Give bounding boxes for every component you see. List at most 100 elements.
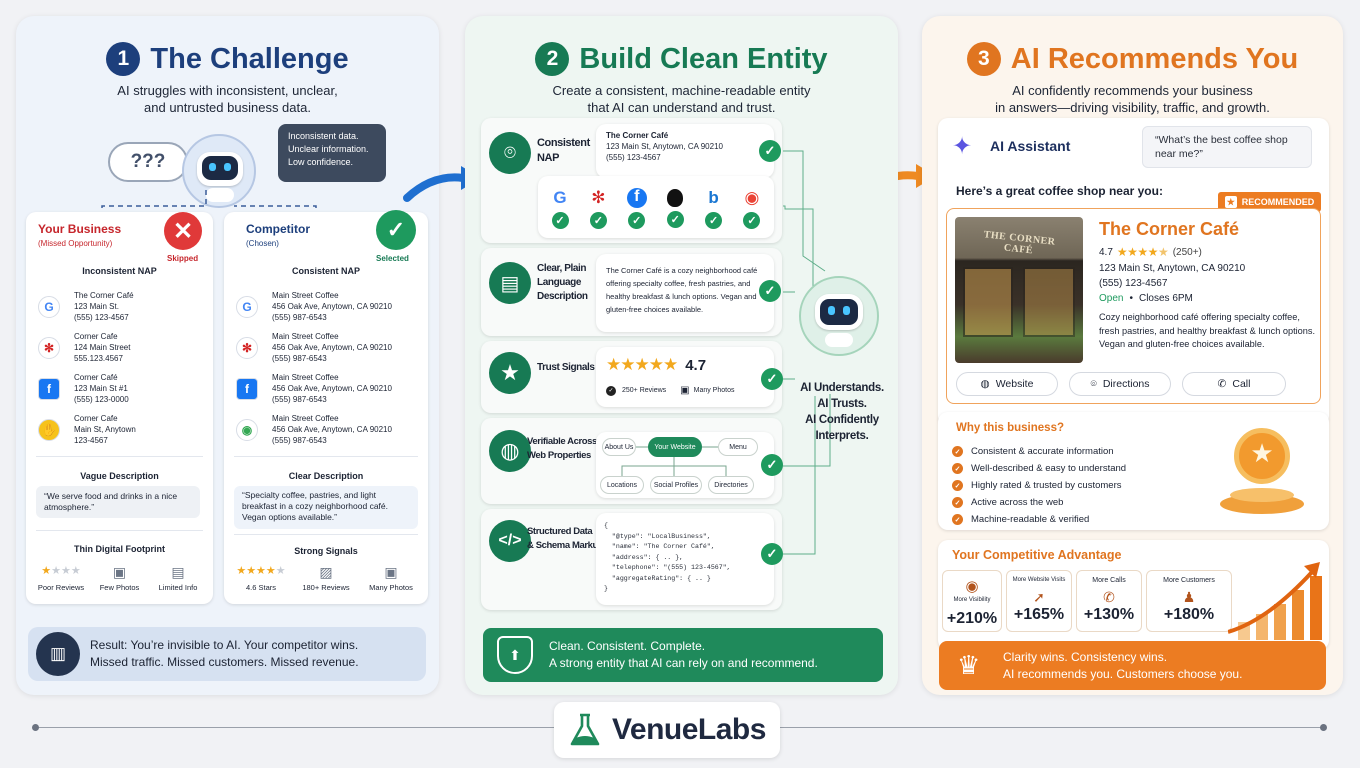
business-phone: (555) 123-4567 xyxy=(1099,278,1168,289)
listing-item: ✻Main Street Coffee 456 Oak Ave, Anytown… xyxy=(236,327,421,368)
yelp-icon: ✻ xyxy=(38,336,60,359)
yelp-icon: ✻ xyxy=(236,336,258,359)
check-icon: ✓ xyxy=(952,463,963,474)
document-icon: ▤ xyxy=(489,262,531,304)
document-icon: ▤ xyxy=(171,564,185,580)
web-node: About Us xyxy=(602,438,636,456)
question-bubble: ??? xyxy=(108,142,188,182)
section-heading: Clear Description xyxy=(288,471,364,481)
brand-logo[interactable]: VenueLabs xyxy=(554,702,780,758)
photo-icon: ▣ xyxy=(112,564,127,580)
bing-icon: b xyxy=(708,188,719,207)
panel-title: AI Recommends You xyxy=(1010,42,1299,75)
step-number: 3 xyxy=(966,42,1001,76)
result-text: Result: You’re invisible to AI. Your com… xyxy=(90,638,359,669)
star-icon: ★ xyxy=(1224,196,1237,208)
assistant-label: AI Assistant xyxy=(990,138,1071,154)
review-count: (250+) xyxy=(1172,246,1202,258)
signals-row: ★★★★★4.6 Stars ▨180+ Reviews ▣Many Photo… xyxy=(230,564,422,593)
check-icon: ✓ xyxy=(376,210,416,250)
check-icon: ✓ xyxy=(952,497,963,508)
globe-icon: ◍ xyxy=(489,430,531,472)
website-button[interactable]: ◍Website xyxy=(956,372,1058,396)
challenge-subtitle: AI struggles with inconsistent, unclear,… xyxy=(117,83,338,115)
skipped-label: Skipped xyxy=(167,254,199,263)
storefront-image: THE CORNER CAFÉ xyxy=(955,217,1083,363)
web-properties-card: About Us Your Website Menu Locations Soc… xyxy=(596,432,774,498)
listing-item: ✻Corner Cafe 124 Main Street 555.123.456… xyxy=(38,327,203,368)
banner-text: Clarity wins. Consistency wins. AI recom… xyxy=(1003,650,1243,681)
selected-label: Selected xyxy=(376,254,409,263)
confusion-bubble: Inconsistent data. Unclear information. … xyxy=(278,124,386,182)
stars-icon: ★★★★ xyxy=(1116,245,1159,259)
check-icon: ✓ xyxy=(952,480,963,491)
stat-tile: ◉ More Visibility +210% xyxy=(942,570,1002,632)
photo-icon: ▣ xyxy=(384,564,398,580)
google-icon: G xyxy=(38,295,60,318)
flask-icon xyxy=(570,713,600,746)
trophy-icon: ♛ xyxy=(957,650,981,680)
business-address: 123 Main St, Anytown, CA 90210 xyxy=(1099,263,1246,274)
card-subtitle: (Missed Opportunity) xyxy=(38,239,113,248)
why-item: ✓Machine-readable & verified xyxy=(952,511,1126,528)
build-entity-panel: 2 Build Clean Entity Create a consistent… xyxy=(465,16,898,695)
section-heading: Thin Digital Footprint xyxy=(74,544,165,554)
phone-icon: ✆ xyxy=(1217,378,1227,390)
advantage-card: Your Competitive Advantage ◉ More Visibi… xyxy=(938,540,1329,650)
recommend-title: 3 AI Recommends You xyxy=(922,42,1343,76)
check-icon: ✓ xyxy=(761,454,783,476)
banner-text: Clean. Consistent. Complete. A strong en… xyxy=(549,639,818,670)
panel-title: Build Clean Entity xyxy=(579,42,828,75)
build-entity-title: 2 Build Clean Entity xyxy=(465,42,898,76)
call-button[interactable]: ✆Call xyxy=(1182,372,1286,396)
check-icon: ✓ xyxy=(759,280,781,302)
stat-tile: More Customers ♟ +180% xyxy=(1146,570,1232,632)
check-icon: ✓ xyxy=(551,212,569,229)
stars-icon: ★★★★ xyxy=(41,565,81,577)
x-icon: ✕ xyxy=(164,212,202,250)
check-icon: ✓ xyxy=(761,368,783,390)
recommended-badge: ★ RECOMMENDED xyxy=(1218,192,1321,212)
nap-card: The Corner Café 123 Main St, Anytown, CA… xyxy=(596,124,774,178)
nap-row-icon: ⌾ xyxy=(489,132,531,174)
section-heading: Strong Signals xyxy=(294,546,358,556)
row-label: Consistent NAP xyxy=(537,137,590,164)
half-star-icon: ★ xyxy=(1157,245,1169,259)
why-item: ✓Active across the web xyxy=(952,494,1126,511)
stars-icon: ★★★★★ xyxy=(606,355,678,374)
rating-value: 4.7 xyxy=(1099,246,1113,258)
nap-card-text: 123 Main St, Anytown, CA 90210 (555) 123… xyxy=(606,142,723,162)
check-icon: ✓ xyxy=(589,212,607,229)
clear-description: “Specialty coffee, pastries, and light b… xyxy=(234,486,418,529)
section-heading: Inconsistent NAP xyxy=(82,266,157,276)
clarity-banner: ♛ Clarity wins. Consistency wins. AI rec… xyxy=(939,641,1326,690)
connector-lines xyxy=(783,150,831,555)
stars-icon: ★★★★★ xyxy=(236,565,286,577)
recommend-subtitle: AI confidently recommends your business … xyxy=(995,83,1270,115)
footer-dot xyxy=(32,724,39,731)
trust-card: ★★★★★ 4.7 ✓ 250+ Reviews ▣ Many Photos xyxy=(596,347,774,407)
review-count: 250+ Reviews xyxy=(622,387,667,394)
sparkle-icon: ✦ xyxy=(952,133,973,160)
answer-intro: Here’s a great coffee shop near you: xyxy=(956,184,1163,198)
phone-icon: ✆ xyxy=(1103,589,1115,605)
card-title: Your Business xyxy=(38,222,122,236)
rating-value: 4.7 xyxy=(685,356,707,374)
person-icon: ♟ xyxy=(1182,589,1196,605)
directions-button[interactable]: ⌾Directions xyxy=(1069,372,1171,396)
google-icon: G xyxy=(553,188,567,207)
why-item: ✓Consistent & accurate information xyxy=(952,443,1126,460)
why-card: Why this business? ✓Consistent & accurat… xyxy=(938,412,1329,530)
check-icon: ✓ xyxy=(743,212,761,229)
description-card: The Corner Café is a cozy neighborhood c… xyxy=(596,254,774,332)
why-list: ✓Consistent & accurate information ✓Well… xyxy=(952,443,1126,528)
check-icon: ✓ xyxy=(759,140,781,162)
check-icon: ✓ xyxy=(628,212,646,229)
open-status: Open xyxy=(1099,293,1124,304)
query-bubble: “What’s the best coffee shop near me?” xyxy=(1142,126,1312,168)
connector-lines xyxy=(101,188,317,226)
photo-icon: ▣ xyxy=(680,385,690,396)
check-icon: ✓ xyxy=(952,514,963,525)
